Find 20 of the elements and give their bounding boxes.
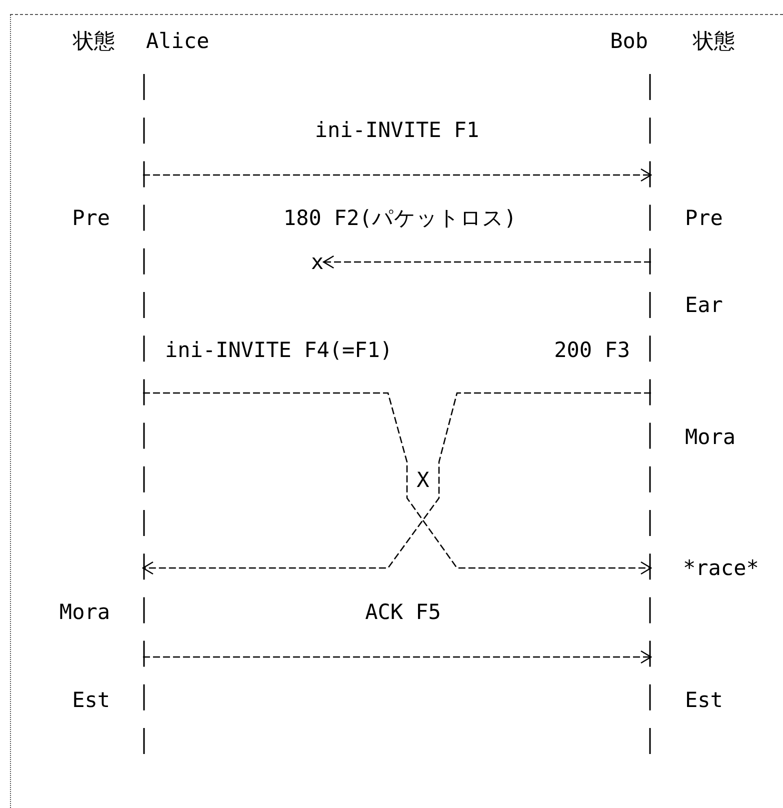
state-label: Est [685, 687, 723, 713]
state-label: Pre [72, 205, 110, 231]
loss-mark: x [311, 249, 324, 275]
edge-label: ini-INVITE F1 [314, 117, 480, 143]
edge-label: 200 F3 [554, 337, 630, 363]
arrow [143, 650, 652, 664]
column-header: 状態 [73, 28, 115, 54]
edge-label: ACK F5 [365, 599, 441, 625]
edge-label: ini-INVITE F4(=F1) [165, 337, 393, 363]
crossing-mark: X [416, 467, 430, 493]
state-label: Ear [685, 292, 723, 318]
arrow [323, 255, 651, 269]
arrow [143, 168, 652, 182]
state-label: Est [72, 687, 110, 713]
state-label: Mora [685, 424, 736, 450]
edge-label: 180 F2(パケットロス) [283, 205, 517, 231]
state-label: *race* [683, 555, 759, 581]
state-label: Mora [59, 599, 110, 625]
column-header: 状態 [693, 28, 735, 54]
state-label: Pre [685, 205, 723, 231]
